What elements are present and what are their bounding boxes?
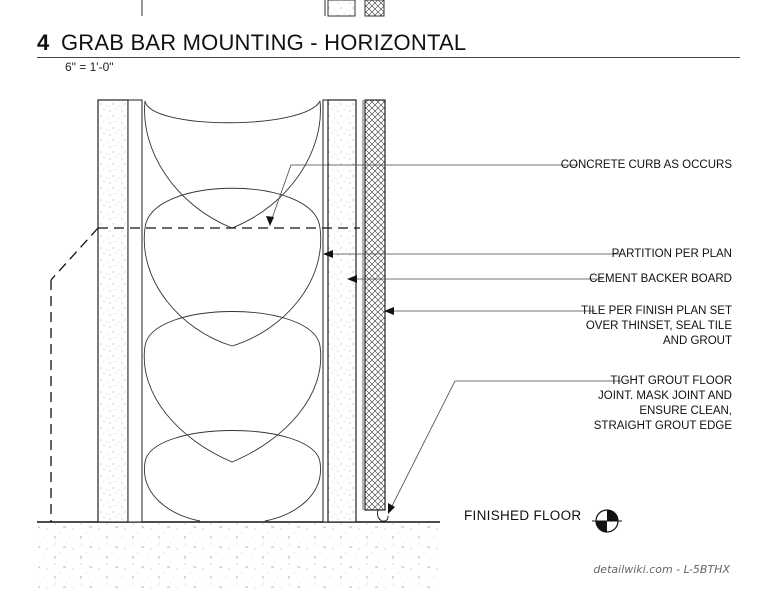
upper-detail-fragment	[141, 0, 385, 17]
callout-line: TIGHT GROUT FLOOR	[610, 375, 732, 387]
leader-lines	[269, 164, 621, 511]
callout-grout-joint: TIGHT GROUT FLOOR JOINT. MASK JOINT AND …	[594, 374, 732, 434]
callout-line: CONCRETE CURB AS OCCURS	[560, 159, 732, 171]
callout-line: PARTITION PER PLAN	[611, 248, 732, 260]
callout-line: AND GROUT	[663, 335, 732, 347]
concrete-slab	[38, 522, 438, 589]
callout-concrete-curb: CONCRETE CURB AS OCCURS	[561, 158, 732, 173]
callout-line: ENSURE CLEAN,	[639, 405, 732, 417]
concrete-curb-outline	[50, 227, 360, 522]
batt-insulation	[143, 100, 322, 522]
left-backer-board	[97, 99, 129, 523]
title-rule	[37, 57, 740, 58]
right-backer-board	[327, 99, 357, 523]
grout-joint	[377, 509, 389, 522]
watermark: detailwiki.com - L-5BTHX	[593, 563, 730, 576]
callout-partition: PARTITION PER PLAN	[612, 247, 732, 262]
detail-number: 4	[37, 30, 50, 55]
callout-line: STRAIGHT GROUT EDGE	[593, 420, 732, 432]
callout-line: CEMENT BACKER BOARD	[589, 273, 732, 285]
right-stud	[322, 99, 329, 523]
callout-line: TILE PER FINISH PLAN SET	[581, 305, 732, 317]
detail-scale: 6" = 1'-0"	[65, 60, 114, 74]
detail-title: GRAB BAR MOUNTING - HORIZONTAL	[61, 30, 467, 55]
wall-tile	[364, 99, 386, 511]
callout-line: JOINT. MASK JOINT AND	[598, 390, 732, 402]
callout-cement-backer: CEMENT BACKER BOARD	[589, 272, 732, 287]
finished-floor-label: FINISHED FLOOR	[464, 508, 582, 523]
callout-line: OVER THINSET, SEAL TILE	[585, 320, 732, 332]
leader-arrows	[266, 216, 395, 514]
left-stud	[127, 99, 143, 523]
callout-tile: TILE PER FINISH PLAN SET OVER THINSET, S…	[581, 304, 732, 349]
floor-datum-icon	[592, 509, 622, 533]
